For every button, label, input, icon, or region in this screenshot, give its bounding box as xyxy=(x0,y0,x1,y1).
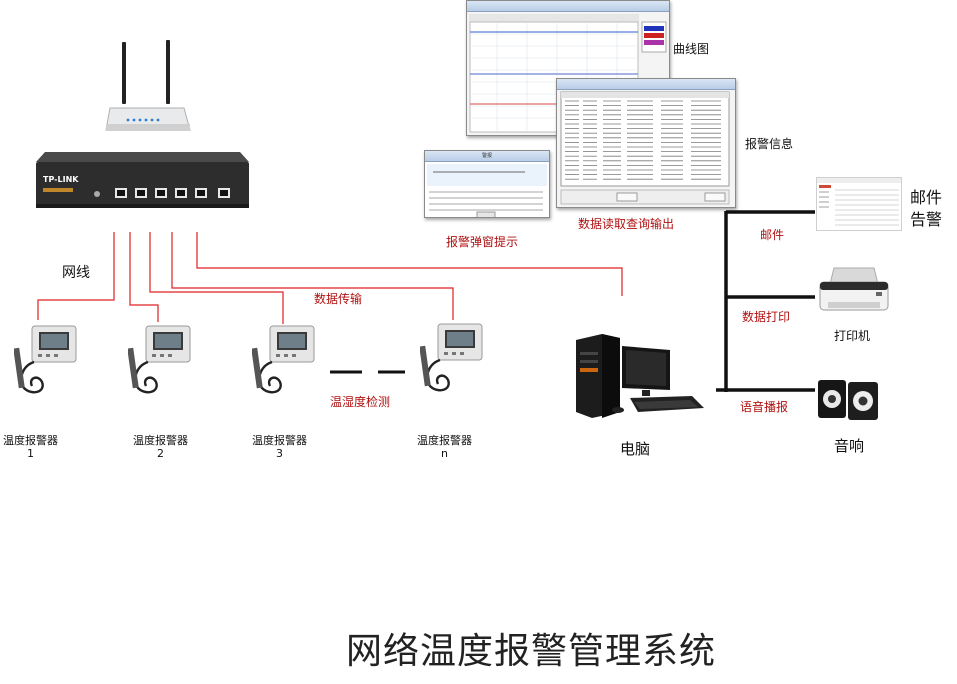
printer-icon xyxy=(819,267,889,311)
popup-window-title: 警报 xyxy=(425,151,549,162)
temperature-sensor-icon xyxy=(251,325,315,394)
page-title: 网络温度报警管理系统 xyxy=(346,631,717,672)
label-data-transfer: 数据传输 xyxy=(314,292,363,306)
sensor-1 xyxy=(13,322,78,402)
label-data-print: 数据打印 xyxy=(742,310,791,324)
label-curve-chart: 曲线图 xyxy=(673,42,710,56)
label-email-alarm-2: 告警 xyxy=(910,210,943,229)
cable-sensor-1 xyxy=(37,232,115,320)
cable-computer xyxy=(196,232,623,296)
label-network-cable: 网线 xyxy=(62,265,90,281)
sensor-id: 3 xyxy=(276,447,283,460)
cable-sensor-2 xyxy=(129,232,159,322)
wifi-router-icon xyxy=(105,40,191,131)
sensor-id: 2 xyxy=(157,447,164,460)
sensor-name: 温度报警器 xyxy=(3,434,58,447)
label-computer: 电脑 xyxy=(620,440,651,458)
label-alarm-info: 报警信息 xyxy=(745,137,794,151)
label-data-query: 数据读取查询输出 xyxy=(578,217,675,231)
label-email-alarm-1: 邮件 xyxy=(910,188,943,207)
label-printer: 打印机 xyxy=(834,329,871,343)
sensor-name: 温度报警器 xyxy=(417,434,472,447)
label-speaker: 音响 xyxy=(834,437,865,455)
sensor-id: n xyxy=(441,447,448,460)
alarm-popup-content xyxy=(427,164,547,217)
data-query-window xyxy=(556,78,736,208)
sensor-2 xyxy=(127,322,192,402)
email-screenshot-icon xyxy=(816,177,902,231)
alarm-popup-window: 警报 xyxy=(424,150,550,218)
router-brand: TP-LINK xyxy=(43,175,79,184)
speaker-icon xyxy=(818,380,878,420)
label-popup-alarm: 报警弹窗提示 xyxy=(446,235,519,249)
temperature-sensor-icon xyxy=(419,323,483,392)
network-switch-icon: TP-LINK xyxy=(36,152,249,208)
label-email: 邮件 xyxy=(760,228,785,242)
temperature-sensor-icon xyxy=(127,325,191,394)
sensor-id: 1 xyxy=(27,447,34,460)
sensor-name: 温度报警器 xyxy=(133,434,188,447)
temperature-sensor-icon xyxy=(13,325,77,394)
sensor-4 xyxy=(419,320,484,400)
cable-sensor-3 xyxy=(149,232,284,324)
desktop-computer-icon xyxy=(576,334,704,418)
sensor-name: 温度报警器 xyxy=(252,434,307,447)
label-temp-humidity-detect: 温湿度检测 xyxy=(330,395,391,409)
sensor-3 xyxy=(251,322,316,402)
data-query-table xyxy=(560,91,730,205)
label-voice-broadcast: 语音播报 xyxy=(740,400,789,414)
cable-sensor-n xyxy=(171,232,454,320)
